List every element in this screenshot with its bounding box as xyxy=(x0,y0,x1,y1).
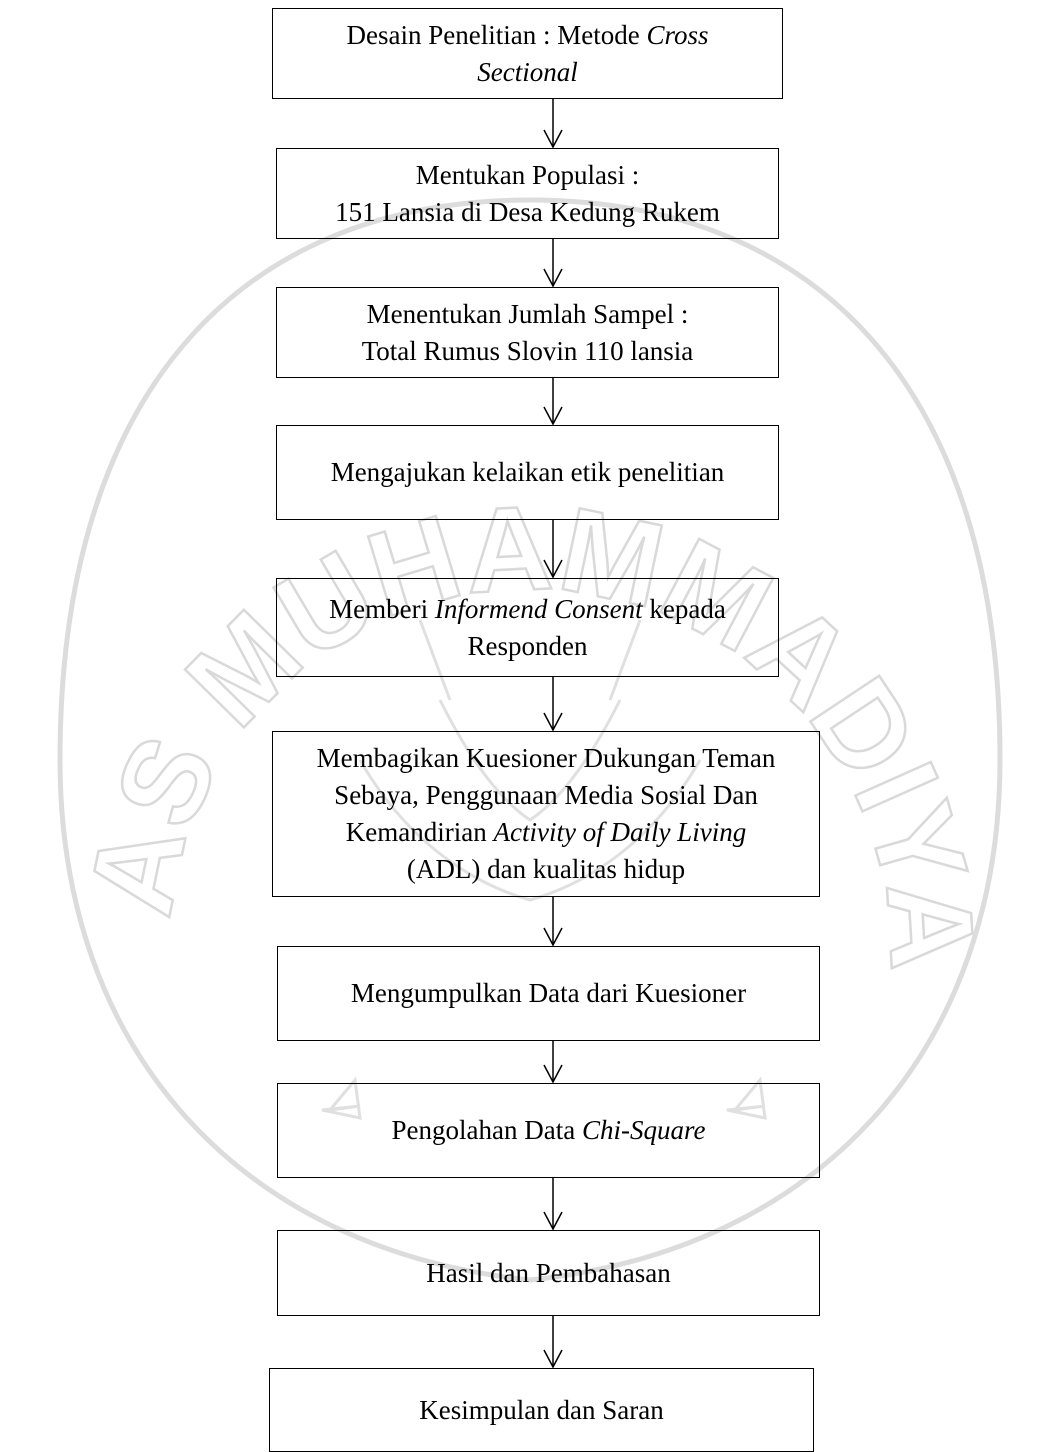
flow-step-line: Memberi Informend Consent kepada xyxy=(329,591,726,628)
flow-step-text: Hasil dan Pembahasan xyxy=(426,1255,670,1292)
text-segment: (ADL) dan kualitas hidup xyxy=(406,854,686,884)
text-segment: Memberi xyxy=(329,593,435,624)
text-segment: Sebaya, Penggunaan Media Sosial Dan xyxy=(334,780,758,810)
italic-term: Sectional xyxy=(477,56,578,87)
text-segment: Mengajukan kelaikan etik penelitian xyxy=(330,457,725,487)
text-segment: Mentukan Populasi : xyxy=(415,159,640,190)
flow-step-line: Total Rumus Slovin 110 lansia xyxy=(362,333,694,370)
arrow-connector xyxy=(543,677,563,732)
text-segment: Kemandirian xyxy=(345,817,494,847)
flow-step-line: Sebaya, Penggunaan Media Sosial Dan xyxy=(317,777,776,814)
flow-step-text: Kesimpulan dan Saran xyxy=(419,1392,663,1429)
text-segment: Total Rumus Slovin 110 lansia xyxy=(361,335,694,366)
text-segment: kepada xyxy=(642,593,726,624)
flow-step-box: Menentukan Jumlah Sampel : Total Rumus Sl… xyxy=(276,287,779,378)
flow-step-box: Mengajukan kelaikan etik penelitian xyxy=(276,425,779,520)
arrow-connector xyxy=(543,239,563,288)
flow-step-line: Pengolahan Data Chi-Square xyxy=(392,1112,706,1149)
seal-emblem xyxy=(321,619,767,1120)
flow-step-line: 151 Lansia di Desa Kedung Rukem xyxy=(335,194,720,231)
italic-term: Informend Consent xyxy=(434,593,643,624)
seal-outline xyxy=(57,197,1003,1283)
flow-step-text: Mentukan Populasi : 151 Lansia di Desa Ke… xyxy=(335,157,720,231)
flow-step-line: Mengumpulkan Data dari Kuesioner xyxy=(351,975,746,1012)
flow-step-line: Responden xyxy=(329,628,726,665)
arrow-connector xyxy=(543,1316,563,1369)
arrow-connector xyxy=(543,1041,563,1084)
flow-step-line: (ADL) dan kualitas hidup xyxy=(317,851,776,888)
text-segment: Menentukan Jumlah Sampel : xyxy=(366,298,689,329)
flow-step-line: Membagikan Kuesioner Dukungan Teman xyxy=(317,740,776,777)
text-segment: Hasil dan Pembahasan xyxy=(426,1257,671,1288)
flow-step-box: Mengumpulkan Data dari Kuesioner xyxy=(277,946,820,1041)
flow-step-line: Sectional xyxy=(347,54,709,91)
italic-term: Activity of Daily Living xyxy=(493,817,747,847)
flow-step-text: Mengajukan kelaikan etik penelitian xyxy=(331,454,725,491)
flow-step-box: Hasil dan Pembahasan xyxy=(277,1230,820,1316)
flow-step-box: Pengolahan Data Chi-Square xyxy=(277,1083,820,1178)
flow-step-line: Desain Penelitian : Metode Cross xyxy=(347,17,709,54)
flow-step-line: Kemandirian Activity of Daily Living xyxy=(317,814,776,851)
flow-step-text: Mengumpulkan Data dari Kuesioner xyxy=(351,975,746,1012)
text-segment: Mengumpulkan Data dari Kuesioner xyxy=(350,978,747,1008)
text-segment: Responden xyxy=(467,630,588,661)
italic-term: Cross xyxy=(646,19,709,50)
flow-step-line: Mengajukan kelaikan etik penelitian xyxy=(331,454,725,491)
flow-step-text: Pengolahan Data Chi-Square xyxy=(392,1112,706,1149)
text-segment: Kesimpulan dan Saran xyxy=(419,1394,664,1425)
text-segment: 151 Lansia di Desa Kedung Rukem xyxy=(335,196,720,227)
flow-step-line: Mentukan Populasi : xyxy=(335,157,720,194)
flow-step-box: Kesimpulan dan Saran xyxy=(269,1368,814,1452)
arrow-connector xyxy=(543,897,563,947)
arrow-connector xyxy=(543,520,563,579)
arrow-connector xyxy=(543,1178,563,1231)
text-segment: Membagikan Kuesioner Dukungan Teman xyxy=(316,743,776,773)
text-segment: Pengolahan Data xyxy=(391,1115,582,1145)
flow-step-line: Menentukan Jumlah Sampel : xyxy=(362,296,694,333)
flow-step-text: Menentukan Jumlah Sampel : Total Rumus Sl… xyxy=(362,296,694,370)
flow-step-line: Kesimpulan dan Saran xyxy=(419,1392,663,1429)
italic-term: Chi-Square xyxy=(581,1115,706,1145)
flow-step-line: Hasil dan Pembahasan xyxy=(426,1255,670,1292)
text-segment: Desain Penelitian : Metode xyxy=(346,19,647,50)
arrow-connector xyxy=(543,99,563,149)
flow-step-box: Mentukan Populasi : 151 Lansia di Desa Ke… xyxy=(276,148,779,239)
arrow-connector xyxy=(543,378,563,426)
